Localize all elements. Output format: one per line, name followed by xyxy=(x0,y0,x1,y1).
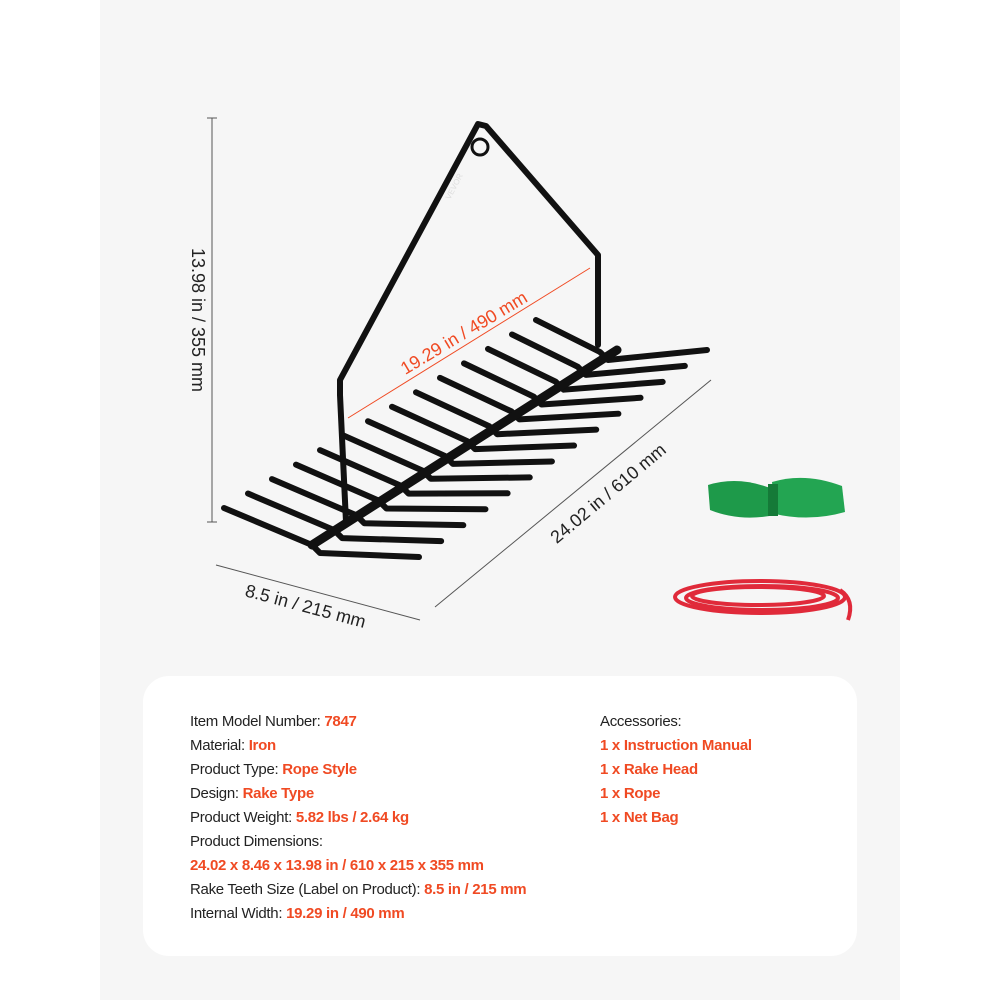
spec-label: Product Weight: xyxy=(190,809,296,826)
rake-tooth xyxy=(221,505,422,560)
spec-value: 5.82 lbs / 2.64 kg xyxy=(295,809,409,826)
length-label: 24.02 in / 610 mm xyxy=(547,439,670,547)
rake-teeth xyxy=(221,317,710,560)
internal-width-line xyxy=(347,267,591,419)
accessories-list: Accessories: 1 x Instruction Manual 1 x … xyxy=(600,710,752,830)
hanging-ring xyxy=(470,137,490,157)
specs-list: Item Model Number: 7847 Material: Iron P… xyxy=(190,710,527,926)
spec-label: Material: xyxy=(190,737,249,754)
spec-value: 8.5 in / 215 mm xyxy=(424,881,527,898)
spec-label: Product Type: xyxy=(190,761,283,778)
height-label: 13.98 in / 355 mm xyxy=(188,248,208,392)
spec-row: Material: Iron xyxy=(190,734,526,758)
specifications-card: Item Model Number: 7847 Material: Iron P… xyxy=(143,676,857,956)
crossbar xyxy=(307,345,622,550)
height-dimension xyxy=(207,117,217,523)
accessory-item: 1 x Net Bag xyxy=(600,809,679,826)
rake-tooth xyxy=(245,490,445,545)
accessory-item: 1 x Instruction Manual xyxy=(600,737,752,754)
spec-label: Item Model Number: xyxy=(190,713,325,730)
spec-value: 7847 xyxy=(324,713,357,730)
spec-row: Rake Teeth Size (Label on Product): 8.5 … xyxy=(190,878,527,902)
spec-label: Design: xyxy=(190,785,243,802)
teeth-dimension xyxy=(215,564,421,621)
spec-row: Design: Rake Type xyxy=(190,782,526,806)
accessory-item: 1 x Rope xyxy=(600,785,661,802)
spec-row: Internal Width: 19.29 in / 490 mm xyxy=(190,902,526,926)
length-dimension xyxy=(434,379,712,608)
rope-coil xyxy=(673,579,853,621)
net-bag xyxy=(708,477,845,518)
rake-frame xyxy=(337,121,601,525)
spec-value: 24.02 x 8.46 x 13.98 in / 610 x 215 x 35… xyxy=(190,857,484,874)
accessory-item: 1 x Rake Head xyxy=(600,761,698,778)
rake-tooth xyxy=(533,317,710,363)
spec-value: Iron xyxy=(248,737,276,754)
spec-label: Internal Width: xyxy=(190,905,287,922)
spec-label: Product Dimensions: xyxy=(190,833,323,850)
spec-row: Product Weight: 5.82 lbs / 2.64 kg xyxy=(190,806,526,830)
spec-row: 24.02 x 8.46 x 13.98 in / 610 x 215 x 35… xyxy=(190,854,526,878)
spec-row: Item Model Number: 7847 xyxy=(190,710,526,734)
accessories-title: Accessories: xyxy=(600,713,682,730)
spec-value: Rope Style xyxy=(282,761,357,778)
spec-value: Rake Type xyxy=(242,785,315,802)
teeth-length-label: 8.5 in / 215 mm xyxy=(243,580,368,631)
spec-row: Product Dimensions: xyxy=(190,830,526,854)
spec-label: Rake Teeth Size (Label on Product): xyxy=(190,881,425,898)
spec-row: Product Type: Rope Style xyxy=(190,758,526,782)
spec-value: 19.29 in / 490 mm xyxy=(286,905,405,922)
